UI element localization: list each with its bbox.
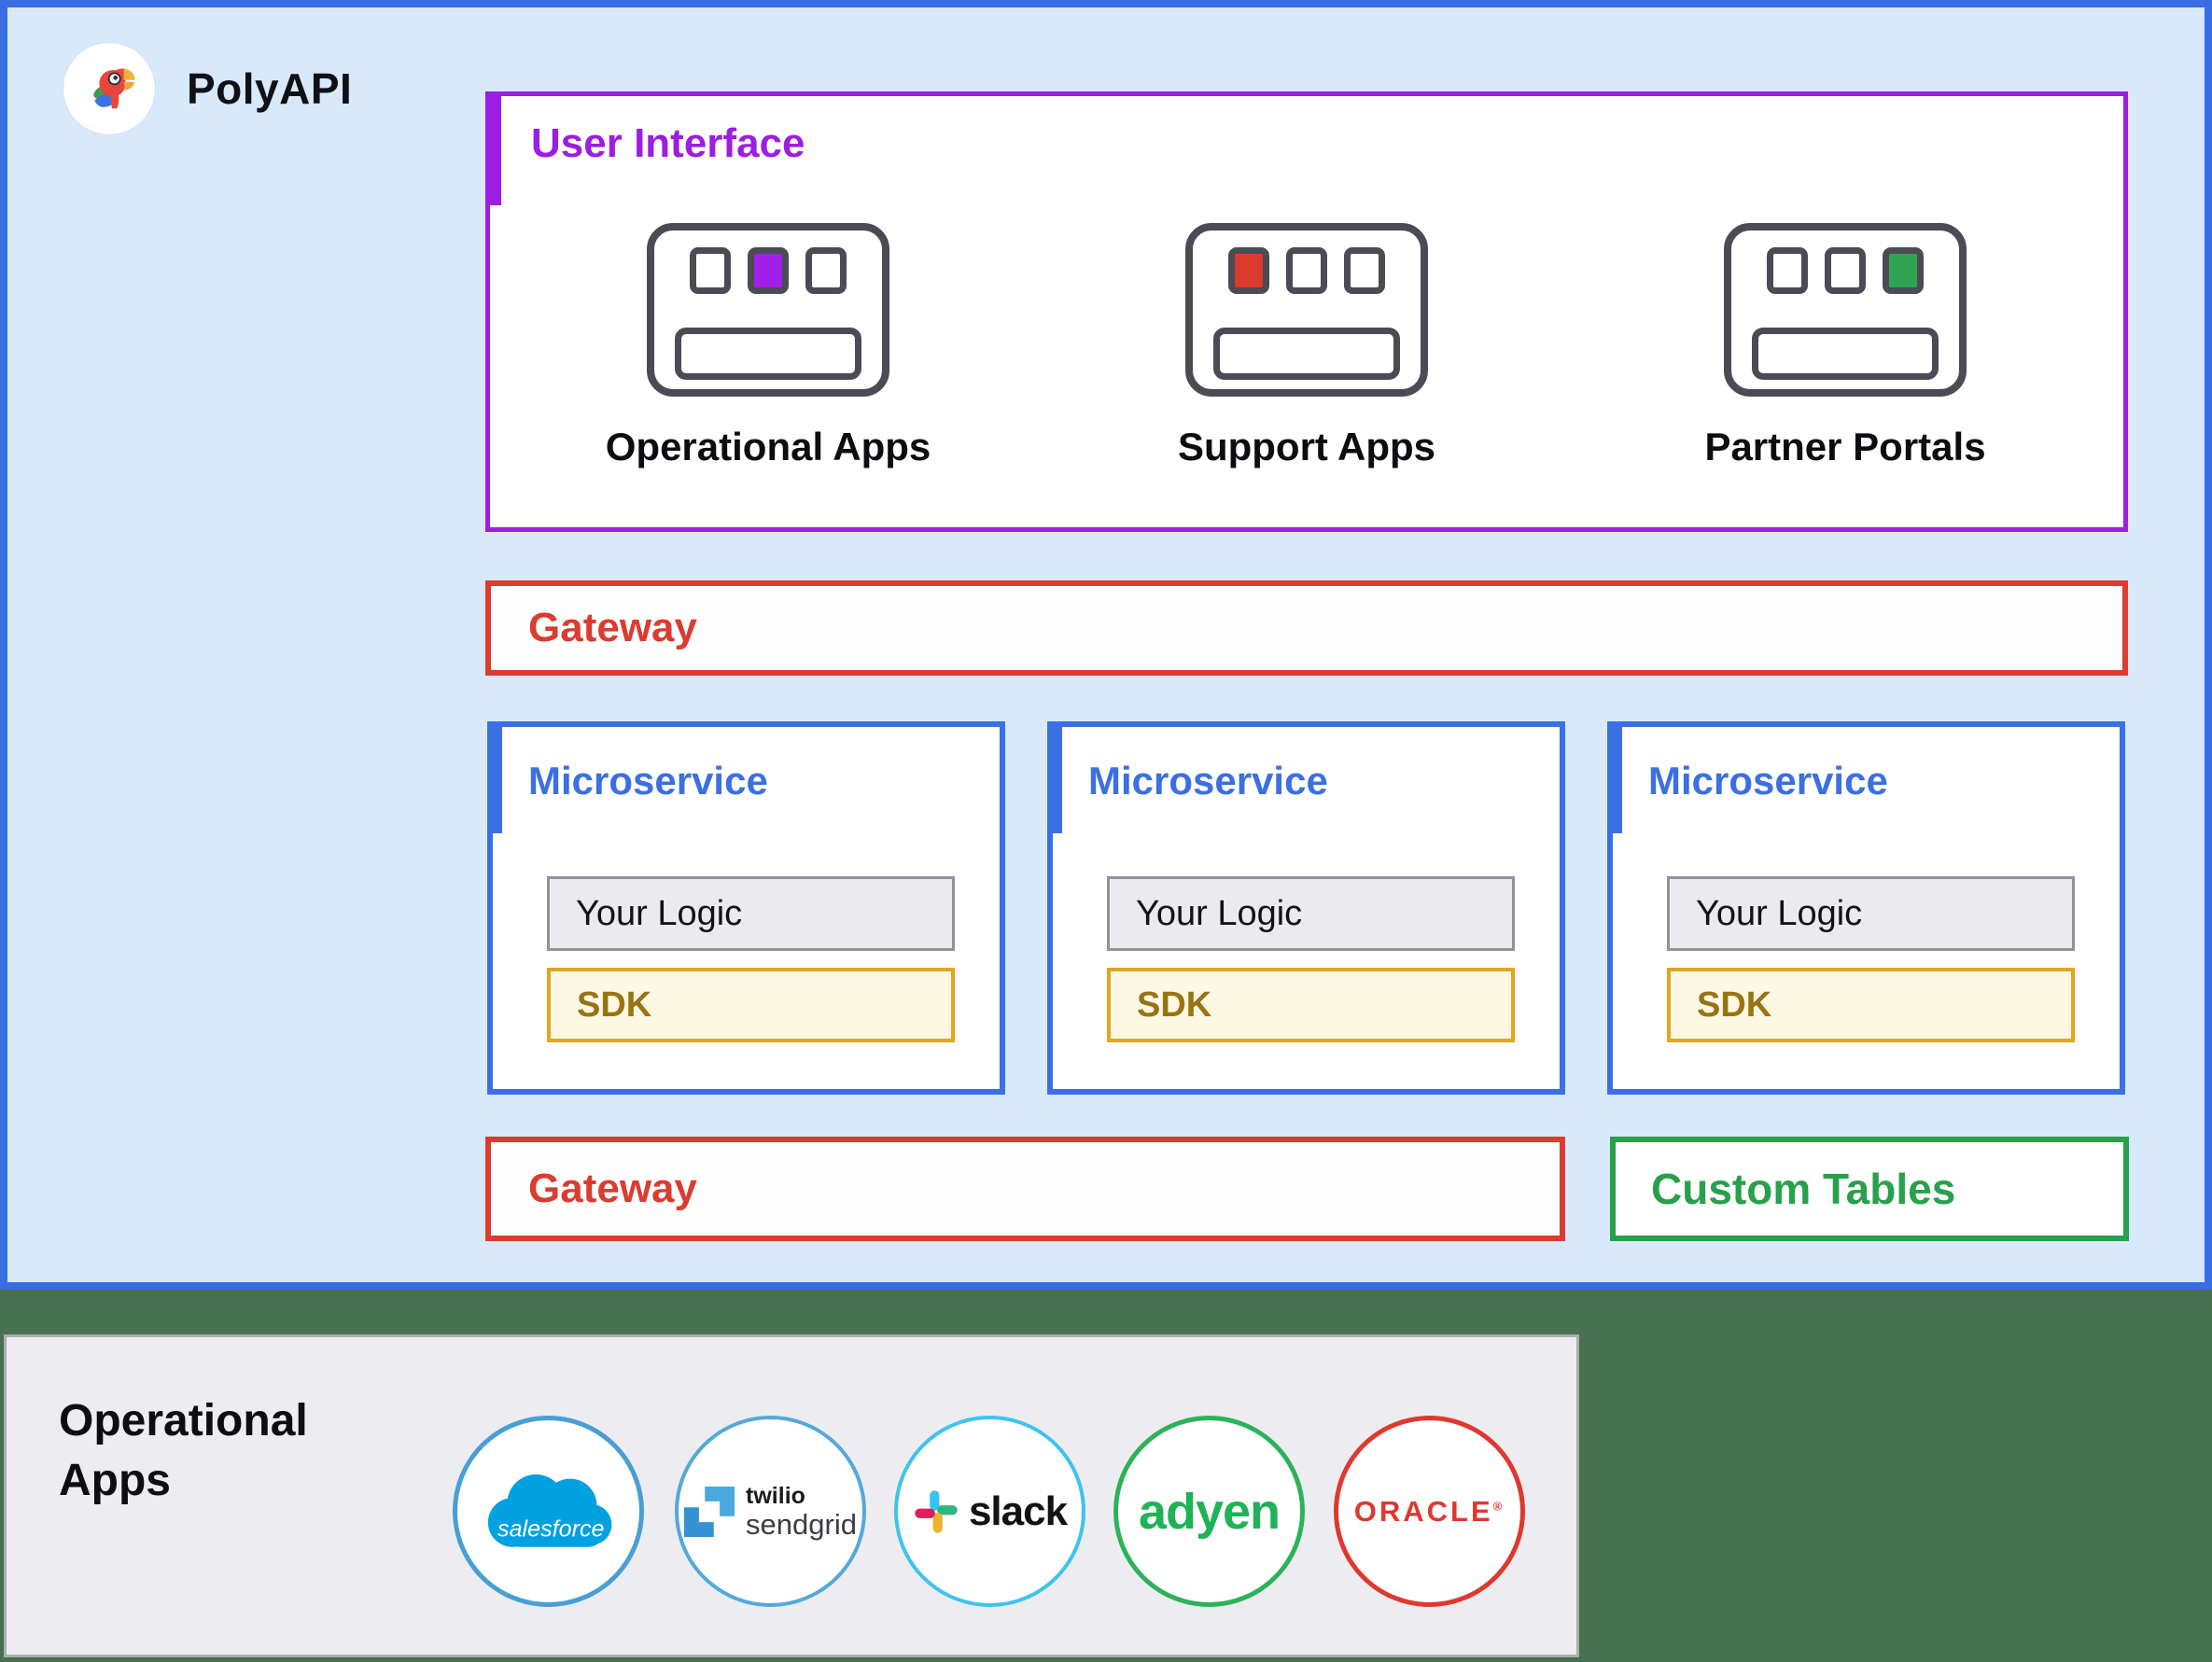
operational-apps-band: Operational Apps salesforce (0, 1290, 2212, 1662)
salesforce-cloud-icon: salesforce (487, 1473, 611, 1547)
app-label: Operational Apps (605, 425, 931, 468)
microservice-accent-bar (1607, 721, 1622, 833)
gateway-label: Gateway (528, 1166, 697, 1211)
slack-icon (915, 1489, 958, 1533)
your-logic-label: Your Logic (576, 893, 743, 933)
microservice-box-2: Microservice Your Logic SDK (1047, 721, 1565, 1095)
sdk-box: SDK (547, 968, 955, 1042)
gateway-bottom-box: Gateway (485, 1137, 1565, 1241)
sdk-box: SDK (1667, 968, 2075, 1042)
your-logic-label: Your Logic (1136, 893, 1303, 933)
user-interface-title: User Interface (531, 120, 805, 166)
sdk-label: SDK (1137, 985, 1212, 1025)
sendgrid-icon (684, 1486, 735, 1537)
icon-square (748, 247, 789, 294)
app-label: Partner Portals (1704, 425, 1986, 468)
sdk-label: SDK (1697, 985, 1772, 1025)
twilio-sendgrid-logo: twilio sendgrid (675, 1416, 866, 1607)
your-logic-box: Your Logic (547, 876, 955, 951)
browser-window-icon (1185, 223, 1428, 397)
sdk-box: SDK (1107, 968, 1515, 1042)
browser-window-icon (647, 223, 889, 397)
icon-content-bar (1213, 328, 1400, 380)
slack-logo: slack (894, 1416, 1085, 1607)
twilio-wordmark: twilio (746, 1482, 805, 1509)
microservice-box-3: Microservice Your Logic SDK (1607, 721, 2125, 1095)
custom-tables-label: Custom Tables (1651, 1165, 1956, 1213)
polyapi-logo (63, 43, 155, 134)
polyapi-container: PolyAPI User Interface Operational Apps (0, 0, 2212, 1290)
sendgrid-wordmark: sendgrid (746, 1507, 857, 1541)
your-logic-box: Your Logic (1107, 876, 1515, 951)
adyen-logo: adyen (1113, 1416, 1305, 1607)
operational-apps-panel: Operational Apps salesforce (4, 1334, 1579, 1657)
icon-square (1344, 247, 1385, 294)
microservice-title: Microservice (1088, 759, 1328, 803)
browser-window-icon (1724, 223, 1967, 397)
parrot-icon (93, 68, 135, 109)
icon-square (690, 247, 731, 294)
microservice-accent-bar (1047, 721, 1062, 833)
brand-name: PolyAPI (187, 64, 353, 113)
salesforce-logo: salesforce (453, 1416, 644, 1607)
microservice-accent-bar (487, 721, 502, 833)
oracle-logo: ORACLE® (1334, 1416, 1525, 1607)
icon-square (805, 247, 847, 294)
sdk-label: SDK (577, 985, 652, 1025)
icon-content-bar (675, 328, 861, 380)
icon-square (1286, 247, 1327, 294)
your-logic-label: Your Logic (1696, 893, 1863, 933)
oracle-wordmark: ORACLE® (1353, 1494, 1505, 1528)
user-interface-box: User Interface Operational Apps Support … (485, 91, 2128, 532)
svg-text:salesforce: salesforce (497, 1515, 605, 1542)
microservice-title: Microservice (528, 759, 768, 803)
operational-apps-title: Operational Apps (59, 1396, 308, 1505)
icon-content-bar (1752, 328, 1939, 380)
custom-tables-box: Custom Tables (1610, 1137, 2129, 1241)
adyen-wordmark: adyen (1138, 1483, 1281, 1540)
ui-app-operational: Operational Apps (572, 223, 964, 469)
gateway-label: Gateway (528, 605, 697, 650)
slack-wordmark: slack (968, 1487, 1068, 1534)
microservice-title: Microservice (1648, 759, 1888, 803)
icon-square (1767, 247, 1808, 294)
icon-square (1825, 247, 1866, 294)
your-logic-box: Your Logic (1667, 876, 2075, 951)
brand: PolyAPI (63, 43, 352, 134)
ui-apps-row: Operational Apps Support Apps Partner Po… (490, 223, 2123, 469)
user-interface-accent-bar (485, 91, 501, 205)
app-label: Support Apps (1177, 425, 1436, 468)
gateway-top-box: Gateway (485, 580, 2128, 676)
ui-app-partner: Partner Portals (1649, 223, 2041, 469)
icon-square (1883, 247, 1924, 294)
icon-square (1228, 247, 1269, 294)
microservice-box-1: Microservice Your Logic SDK (487, 721, 1005, 1095)
ui-app-support: Support Apps (1111, 223, 1503, 469)
